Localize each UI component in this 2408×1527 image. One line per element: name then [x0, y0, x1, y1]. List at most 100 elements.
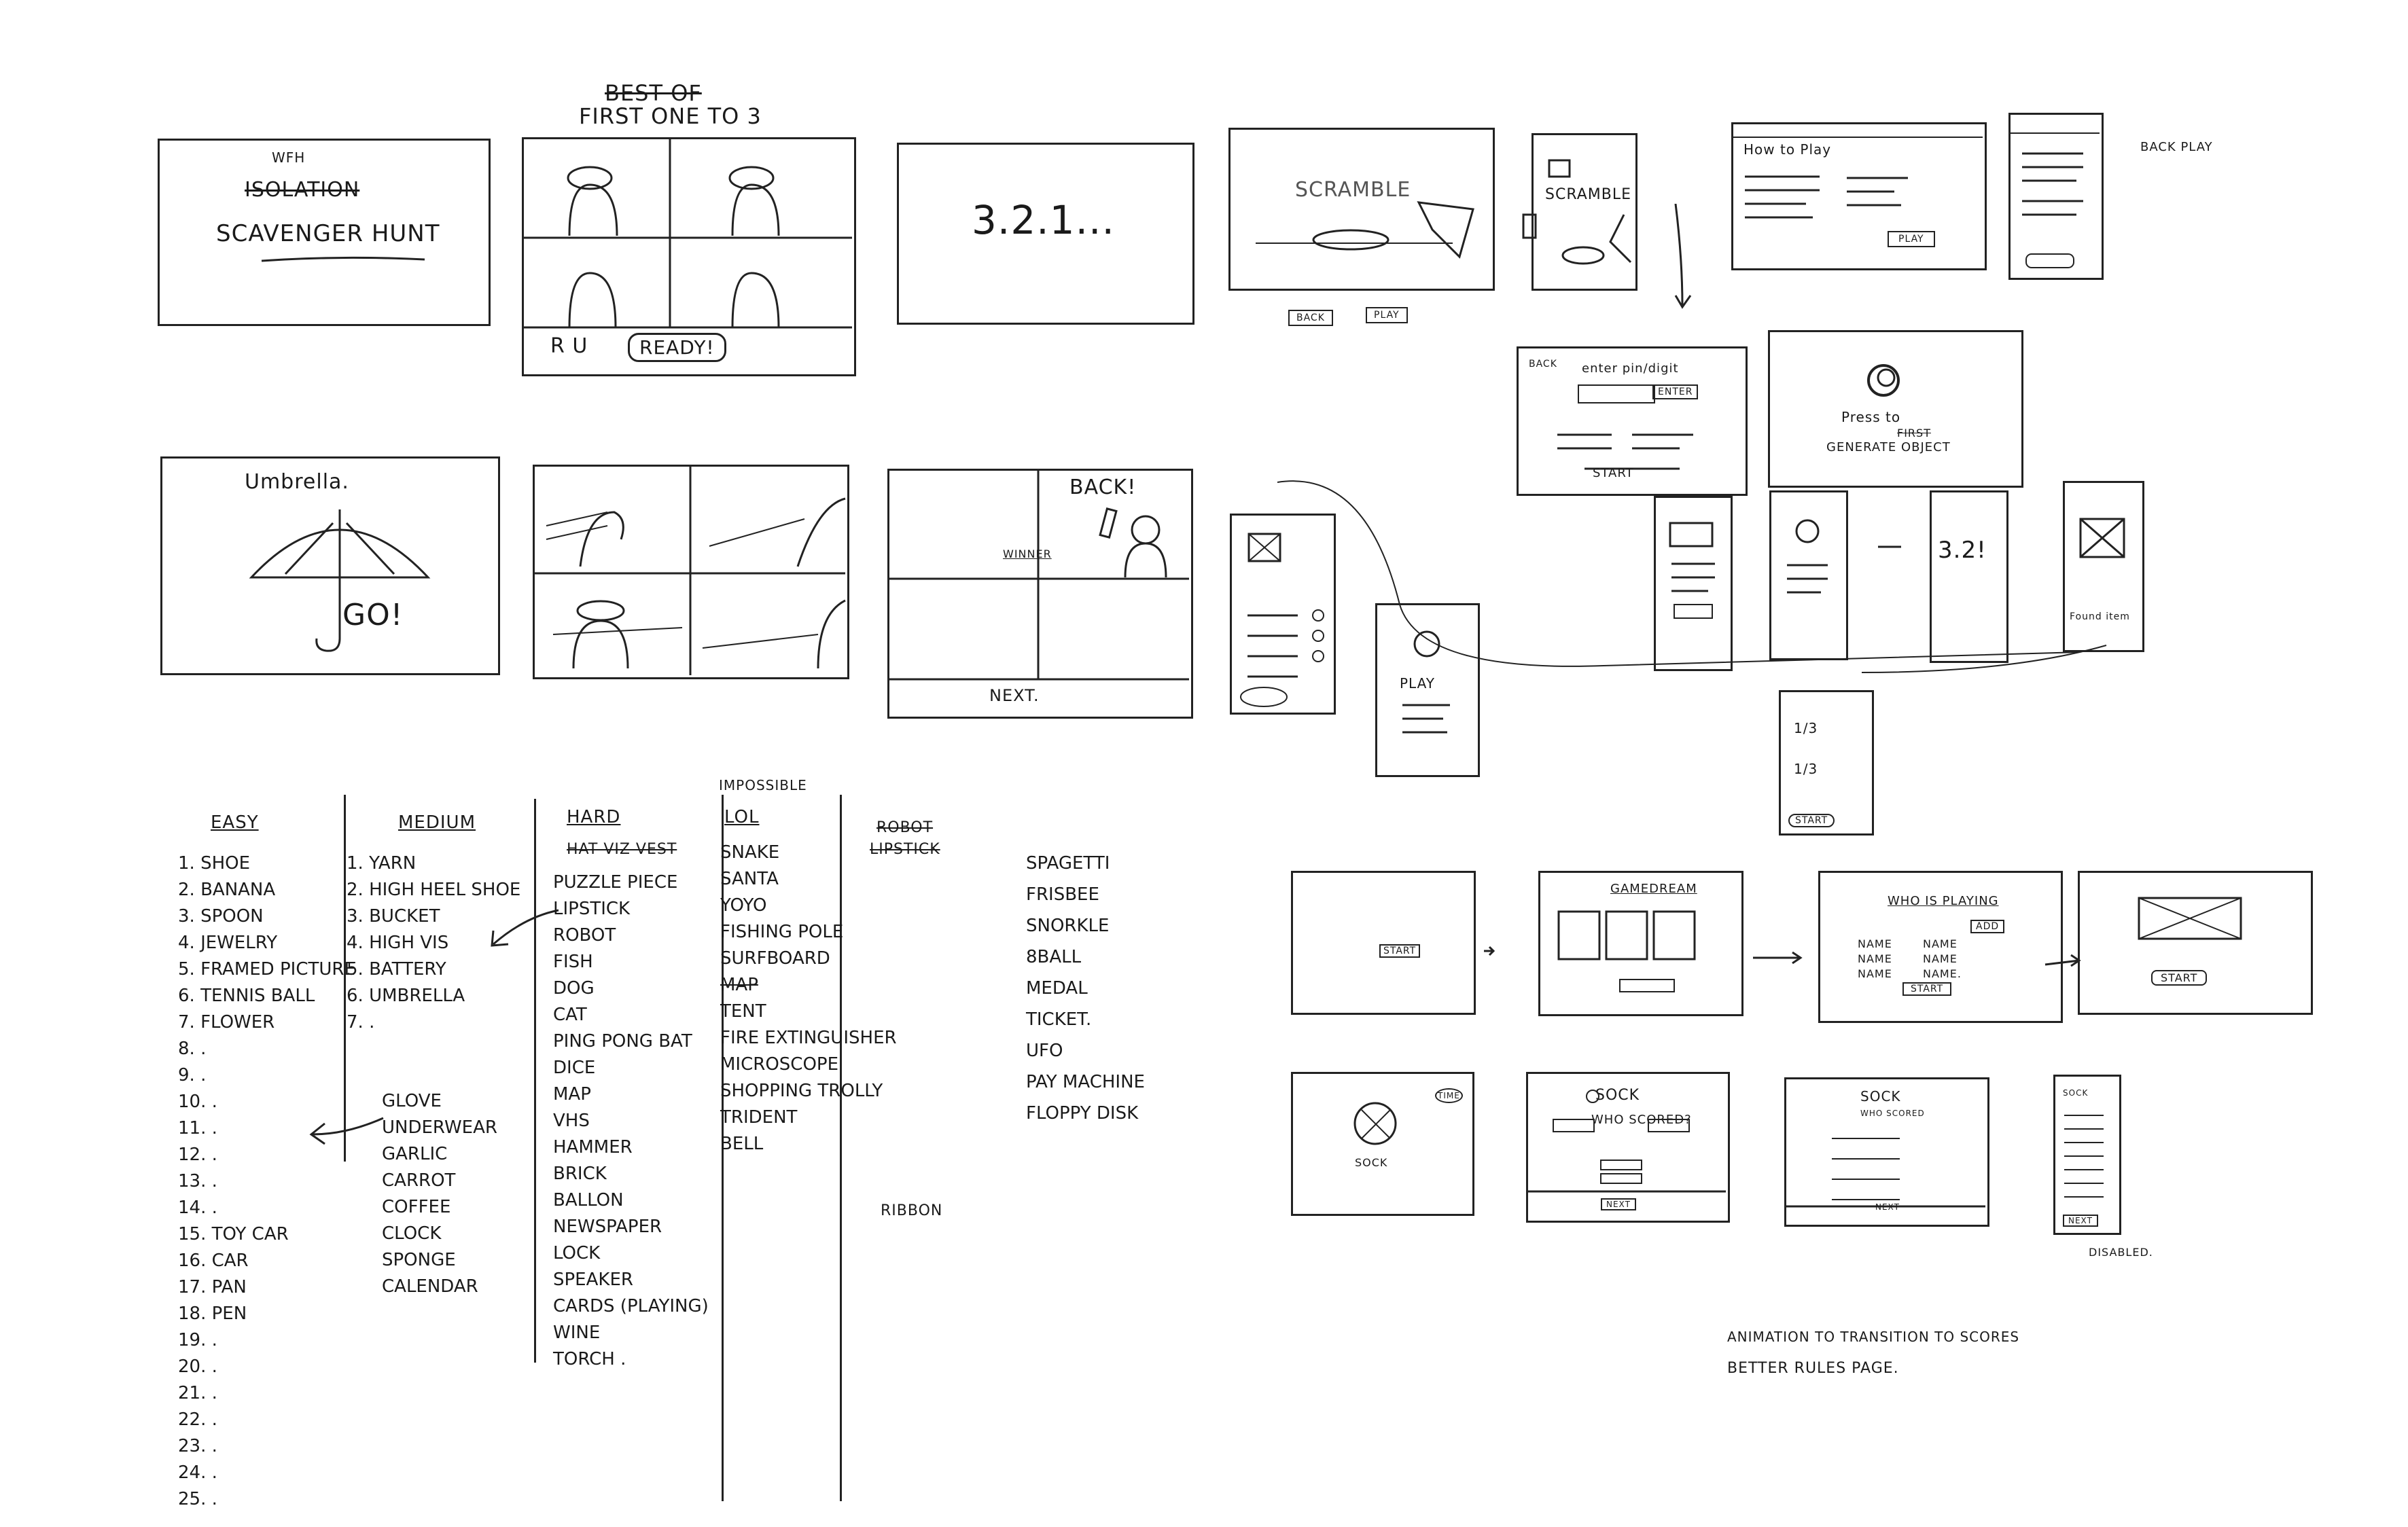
player-name-3: NAME — [1858, 952, 1892, 965]
list-item: TENT — [720, 1001, 766, 1022]
phone-play-frame — [1375, 603, 1480, 777]
list-item: 24. . — [178, 1462, 217, 1483]
who-is-playing-title: WHO IS PLAYING — [1888, 894, 1999, 908]
player-name-1: NAME — [1858, 937, 1892, 950]
list-item: CARROT — [382, 1170, 456, 1191]
start-label-1[interactable]: START — [1593, 466, 1634, 480]
back-pin[interactable]: BACK — [1529, 359, 1557, 370]
dash-connector — [1878, 545, 1901, 548]
list-item: 11. . — [178, 1118, 217, 1138]
list-item: 8. . — [178, 1039, 207, 1059]
pin-input[interactable] — [1578, 384, 1655, 403]
list-item: 4. HIGH VIS — [347, 933, 449, 953]
add-button[interactable]: ADD — [1970, 920, 2005, 933]
title-screen-frame — [158, 139, 491, 326]
next-button-4[interactable]: NEXT — [2063, 1215, 2098, 1227]
extra-crossed-1: ROBOT — [877, 819, 934, 836]
best-of-crossed: BEST OF — [605, 80, 702, 106]
who-scored-label-2: WHO SCORED — [1860, 1109, 1925, 1118]
phone-generate-lines — [1787, 519, 1828, 594]
list-item: MAP — [553, 1084, 591, 1104]
hard-crossed: HAT VIZ VEST — [567, 841, 677, 858]
next-button-2[interactable]: NEXT — [1601, 1198, 1636, 1210]
list-item: TORCH . — [553, 1349, 626, 1369]
phone-countdown-frame — [1930, 490, 2008, 663]
column-divider-2 — [534, 799, 536, 1363]
list-item: CARDS (PLAYING) — [553, 1296, 709, 1316]
umbrella-icon — [249, 509, 431, 652]
countdown-frame — [897, 143, 1194, 325]
item-prompt-frame — [160, 456, 500, 675]
generate-object-frame — [1768, 330, 2023, 488]
list-item: 5. FRAMED PICTURE — [178, 959, 355, 980]
back-small[interactable]: BACK — [1288, 310, 1333, 326]
list-item: UFO — [1026, 1041, 1063, 1061]
player-name-2: NAME — [1923, 937, 1958, 950]
play-small[interactable]: PLAY — [1366, 307, 1408, 323]
countdown-text: 3.2.1... — [972, 197, 1115, 243]
list-item: WINE — [553, 1323, 601, 1343]
lol-heading-small: IMPOSSIBLE — [719, 777, 807, 793]
flow-arrow-down — [1674, 204, 1692, 309]
phone-play-list-frame — [1654, 496, 1733, 671]
how-to-play-title: How to Play — [1743, 141, 1832, 158]
list-item strike: MAP — [720, 975, 758, 995]
list-item: 16. CAR — [178, 1251, 249, 1271]
sock-prompt-frame — [1291, 1072, 1474, 1216]
generate-object-label: GENERATE OBJECT — [1826, 440, 1951, 454]
sock-image — [1353, 1102, 1397, 1145]
go-label: GO! — [342, 598, 404, 632]
start-screen-frame — [1291, 871, 1476, 1015]
scores-phone-frame — [2053, 1075, 2121, 1235]
player-name-6: NAME. — [1923, 967, 1962, 980]
list-item: CAT — [553, 1005, 587, 1025]
generate-button-icon[interactable] — [1863, 360, 1907, 403]
next-button-3[interactable]: NEXT — [1875, 1202, 1900, 1212]
winner-label: WINNER — [1003, 547, 1052, 560]
list-item: 2. HIGH HEEL SHOE — [347, 880, 521, 900]
list-item: HAMMER — [553, 1137, 633, 1157]
phone-play-list-lines — [1669, 522, 1715, 619]
start-button-4[interactable]: START — [2151, 970, 2208, 986]
start-small[interactable]: START — [1788, 814, 1835, 827]
list-item: 1. SHOE — [178, 853, 251, 874]
lobby-frame — [522, 137, 856, 376]
countdown-small: 3.2! — [1938, 537, 1987, 564]
lobby-grid — [522, 137, 852, 329]
list-item: FISHING POLE — [720, 922, 844, 942]
play-button[interactable]: PLAY — [1888, 231, 1935, 247]
who-is-playing-frame — [1818, 871, 2063, 1023]
extra-crossed-2: LIPSTICK — [870, 841, 940, 858]
list-item: 6. UMBRELLA — [347, 986, 465, 1006]
hard-heading: HARD — [567, 807, 621, 827]
who-scored-art — [1526, 1090, 1726, 1193]
how-to-play-frame — [1731, 122, 1987, 270]
enter-button[interactable]: ENTER — [1652, 384, 1699, 399]
ready-button[interactable]: READY! — [628, 333, 726, 362]
hard-list: PUZZLE PIECE LIPSTICK ROBOT FISH DOG CAT… — [553, 869, 709, 1373]
play-lower-label[interactable]: PLAY — [1400, 675, 1436, 691]
player-name-4: NAME — [1923, 952, 1958, 965]
first-crossed: FIRST — [1897, 427, 1931, 439]
list-item: 18. PEN — [178, 1304, 247, 1324]
extra-list: SPAGETTI FRISBEE SNORKLE 8BALL MEDAL TIC… — [1026, 848, 1145, 1129]
who-scored-frame — [1526, 1072, 1730, 1223]
next-label[interactable]: NEXT. — [989, 686, 1040, 705]
list-item: TRIDENT — [720, 1107, 798, 1128]
list-item: SHOPPING TROLLY — [720, 1081, 883, 1101]
list-item: SNORKLE — [1026, 916, 1110, 936]
start-button-3[interactable]: START — [1902, 982, 1952, 996]
how-to-play-phone-lines — [2008, 132, 2100, 268]
paper-edge — [1243, 836, 2408, 1527]
list-item: BELL — [720, 1134, 764, 1154]
gamedream-title: GAMEDREAM — [1610, 882, 1697, 896]
list-item: 25. . — [178, 1489, 217, 1509]
scramble-phone-art — [1522, 159, 1632, 265]
press-to-label: Press to — [1841, 409, 1901, 425]
ribbon-label: RIBBON — [881, 1202, 943, 1219]
winner-grid — [887, 469, 1189, 681]
list-item: VHS — [553, 1111, 590, 1131]
list-item: SPAGETTI — [1026, 853, 1110, 874]
start-screen-button[interactable]: START — [1379, 944, 1421, 958]
